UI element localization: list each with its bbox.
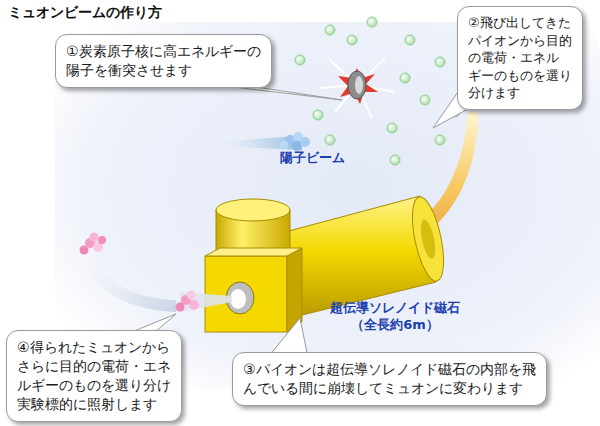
pion <box>313 110 323 120</box>
pion <box>325 25 335 35</box>
muon-beam <box>80 246 89 255</box>
pion <box>435 135 445 145</box>
callout-text: ③パイオンは超伝導ソレノイド磁石の内部を飛 んでいる間に崩壊してミュオンに変わり… <box>243 360 536 398</box>
pion <box>325 135 335 145</box>
proton-beam <box>300 137 310 147</box>
carbon-target <box>338 68 378 104</box>
pion <box>435 57 445 67</box>
speech-bubble: ②飛び出してきた パイオンから目的 の電荷・エネル ギーのものを選り 分けます <box>457 6 583 110</box>
muon-beam <box>176 303 185 312</box>
carbon-target <box>320 58 395 118</box>
title: ミュオンビームの作り方 <box>8 4 162 22</box>
speech-bubble: ④得られたミュオンから さらに目的の電荷・エネ ルギーのものを選り分け 実験標的… <box>6 330 182 422</box>
solenoid-magnet <box>205 256 287 332</box>
pion <box>420 95 430 105</box>
speech-bubble: ③パイオンは超伝導ソレノイド磁石の内部を飛 んでいる間に崩壊してミュオンに変わり… <box>232 352 547 406</box>
speech-bubble: ①炭素原子核に高エネルギーの 陽子を衝突させます <box>55 34 272 88</box>
solenoid-magnet <box>406 194 449 284</box>
muon-beam <box>98 236 106 244</box>
muon-beam <box>189 300 199 310</box>
pion <box>400 73 410 83</box>
muon-beam <box>78 246 176 312</box>
pion <box>405 35 415 45</box>
carbon-target <box>355 76 363 94</box>
solenoid-magnet <box>418 218 438 260</box>
part-label: 超伝導ソレノイド磁石 （全長約6m） <box>330 300 460 334</box>
pion <box>367 17 377 27</box>
muon-beam <box>78 233 232 313</box>
carbon-target <box>320 58 395 118</box>
solenoid-magnet <box>205 248 302 256</box>
muon-beam <box>90 233 99 242</box>
part-label: 陽子ビーム <box>280 150 345 167</box>
proton-beam <box>280 141 289 150</box>
proton-beam <box>195 132 310 151</box>
callout-text: ②飛び出してきた パイオンから目的 の電荷・エネル ギーのものを選り 分けます <box>468 14 572 102</box>
solenoid-magnet <box>230 289 246 309</box>
pion <box>347 35 357 45</box>
pion-particles <box>295 17 460 165</box>
proton-beam <box>195 136 302 150</box>
pion <box>295 55 305 65</box>
muon-beam <box>187 291 196 300</box>
solenoid-magnet <box>216 199 290 221</box>
callout-tail <box>270 318 308 355</box>
pion <box>390 155 400 165</box>
pion <box>387 123 397 133</box>
callout-text: ①炭素原子核に高エネルギーの 陽子を衝突させます <box>66 42 261 80</box>
callout-text: ④得られたミュオンから さらに目的の電荷・エネ ルギーのものを選り分け 実験標的… <box>17 338 171 414</box>
carbon-target <box>348 71 366 99</box>
